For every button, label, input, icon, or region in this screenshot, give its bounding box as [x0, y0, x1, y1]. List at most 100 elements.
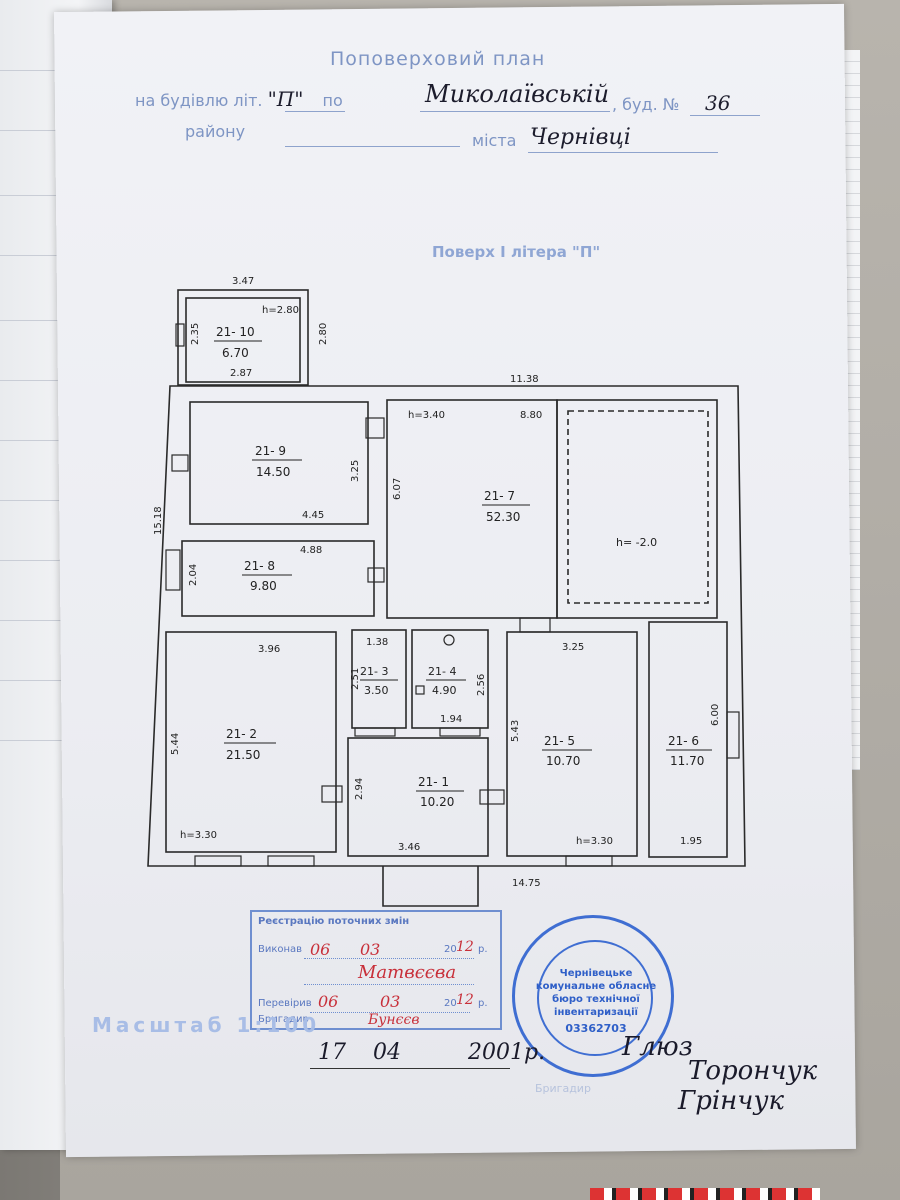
street-prefix: по — [322, 91, 343, 110]
building-outline — [147, 385, 746, 867]
header-line-building: на будівлю літ. "П" по — [135, 87, 343, 111]
registration-stamp: Реєстрацію поточних змін Виконав 06 03 2… — [250, 910, 502, 1030]
room-9-code: 21- 9 — [255, 444, 286, 458]
plan-date: 17 04 2001р. — [318, 1040, 545, 1065]
colored-strip — [590, 1188, 820, 1200]
room-10-outline — [177, 289, 309, 386]
dim-r2-h: h=3.30 — [180, 830, 217, 841]
check-year-prefix: 20 — [444, 998, 457, 1009]
room-labels: 21- 10 6.70 21- 9 14.50 21- 8 9.80 21- 7… — [214, 325, 712, 809]
room-8-code: 21- 8 — [244, 559, 275, 573]
dim-r9-bottom: 4.45 — [302, 510, 324, 521]
room-7-outline — [386, 399, 558, 619]
check-year-suffix: р. — [478, 998, 488, 1009]
exec-month: 03 — [360, 940, 381, 959]
building-letter: "П" — [267, 87, 304, 111]
house-prefix: , буд. № — [612, 95, 680, 114]
dim-r6-side: 6.00 — [710, 704, 721, 726]
room-10-code: 21- 10 — [216, 325, 255, 339]
dim-annex-right: 2.80 — [318, 323, 329, 345]
dim-left-total: 15.18 — [153, 506, 164, 535]
room-1-outline — [347, 737, 489, 857]
dim-r7-side: 6.07 — [392, 478, 403, 500]
dim-annex-bottom: 2.87 — [230, 368, 252, 379]
dim-r7-top: 8.80 — [520, 410, 542, 421]
dim-r2-top: 3.96 — [258, 644, 280, 655]
dim-r4-side: 2.56 — [476, 674, 487, 696]
room-2-area: 21.50 — [226, 748, 260, 762]
dim-annex-left: 2.35 — [190, 323, 201, 345]
exec-name: Матвєєва — [358, 962, 457, 983]
exec-day: 06 — [310, 940, 331, 959]
room-8-outline — [181, 540, 375, 617]
dim-r5-h: h=3.30 — [576, 836, 613, 847]
dim-r1-side: 2.94 — [354, 778, 365, 800]
room-4-area: 4.90 — [432, 684, 457, 697]
check-year: 12 — [456, 992, 474, 1008]
signature-1: Глюз — [622, 1032, 693, 1062]
scale-stamp: Масштаб 1:100 — [92, 1013, 321, 1037]
seal-line-3: бюро технічної — [552, 994, 640, 1005]
executed-label: Виконав — [258, 944, 303, 955]
exec-year: 12 — [456, 939, 474, 955]
porch-outline — [382, 866, 479, 907]
building-prefix: на будівлю літ. — [135, 91, 263, 110]
seal-line-4: інвентаризації — [554, 1007, 638, 1018]
room-5-area: 10.70 — [546, 754, 580, 768]
dim-r5-side: 5.43 — [510, 720, 521, 742]
room-3-code: 21- 3 — [360, 665, 388, 678]
dim-r3-top: 1.38 — [366, 637, 388, 648]
dim-r1-bottom: 3.46 — [398, 842, 420, 853]
room-8-area: 9.80 — [250, 579, 277, 593]
dim-annex-width: 3.47 — [232, 276, 254, 287]
seal-line-2: комунальне обласне — [535, 981, 657, 992]
signature-3: Грінчук — [678, 1086, 785, 1116]
room-6-code: 21- 6 — [668, 734, 699, 748]
check-day: 06 — [318, 992, 339, 1011]
dim-r4-bottom: 1.94 — [440, 714, 462, 725]
room-5-code: 21- 5 — [544, 734, 575, 748]
house-number: 36 — [705, 91, 731, 115]
faint-label: Бригадир — [535, 1082, 591, 1095]
dim-r9-side: 3.25 — [350, 460, 361, 482]
check-name: Бунєєв — [368, 1012, 420, 1028]
document-title: Поповерховий план — [330, 48, 546, 70]
dim-r8-top: 4.88 — [300, 545, 322, 556]
dim-r2-side: 5.44 — [170, 733, 181, 755]
room-7-code: 21- 7 — [484, 489, 515, 503]
signature-2: Торончук — [688, 1056, 818, 1086]
pit-depth: h= -2.0 — [616, 536, 657, 549]
room-10-area: 6.70 — [222, 346, 249, 360]
dim-annex-h: h=2.80 — [262, 305, 299, 316]
registration-title: Реєстрацію поточних змін — [258, 916, 410, 927]
dim-r5-top: 3.25 — [562, 642, 584, 653]
room-1-code: 21- 1 — [418, 775, 449, 789]
round-seal: Чернівецьке комунальне обласне бюро техн… — [512, 915, 674, 1077]
district-label: району — [185, 122, 246, 141]
checked-label: Перевірив — [258, 998, 312, 1009]
dim-top-total: 11.38 — [510, 374, 539, 385]
room-9-area: 14.50 — [256, 465, 290, 479]
city-name: Чернівці — [530, 125, 631, 150]
pit-outline — [567, 410, 709, 604]
room-2-outline — [165, 631, 337, 853]
exec-year-suffix: р. — [478, 944, 488, 955]
seal-code: 03362703 — [565, 1022, 627, 1035]
dim-bottom-total: 14.75 — [512, 878, 541, 889]
brigadier-label: Бригадир — [258, 1014, 309, 1025]
dim-r8-side: 2.04 — [188, 564, 199, 586]
room-6-area: 11.70 — [670, 754, 704, 768]
floor-title: Поверх І літера "П" — [432, 243, 601, 261]
seal-line-1: Чернівецьке — [559, 968, 633, 979]
room-1-area: 10.20 — [420, 795, 454, 809]
dim-r7-h: h=3.40 — [408, 410, 445, 421]
date-day: 17 — [318, 1040, 346, 1065]
exec-year-prefix: 20 — [444, 944, 457, 955]
date-month: 04 — [373, 1040, 401, 1065]
room-4-code: 21- 4 — [428, 665, 456, 678]
dim-r6-bottom: 1.95 — [680, 836, 702, 847]
room-2-code: 21- 2 — [226, 727, 257, 741]
room-7-area: 52.30 — [486, 510, 520, 524]
street-name: Миколаївській — [425, 80, 610, 108]
